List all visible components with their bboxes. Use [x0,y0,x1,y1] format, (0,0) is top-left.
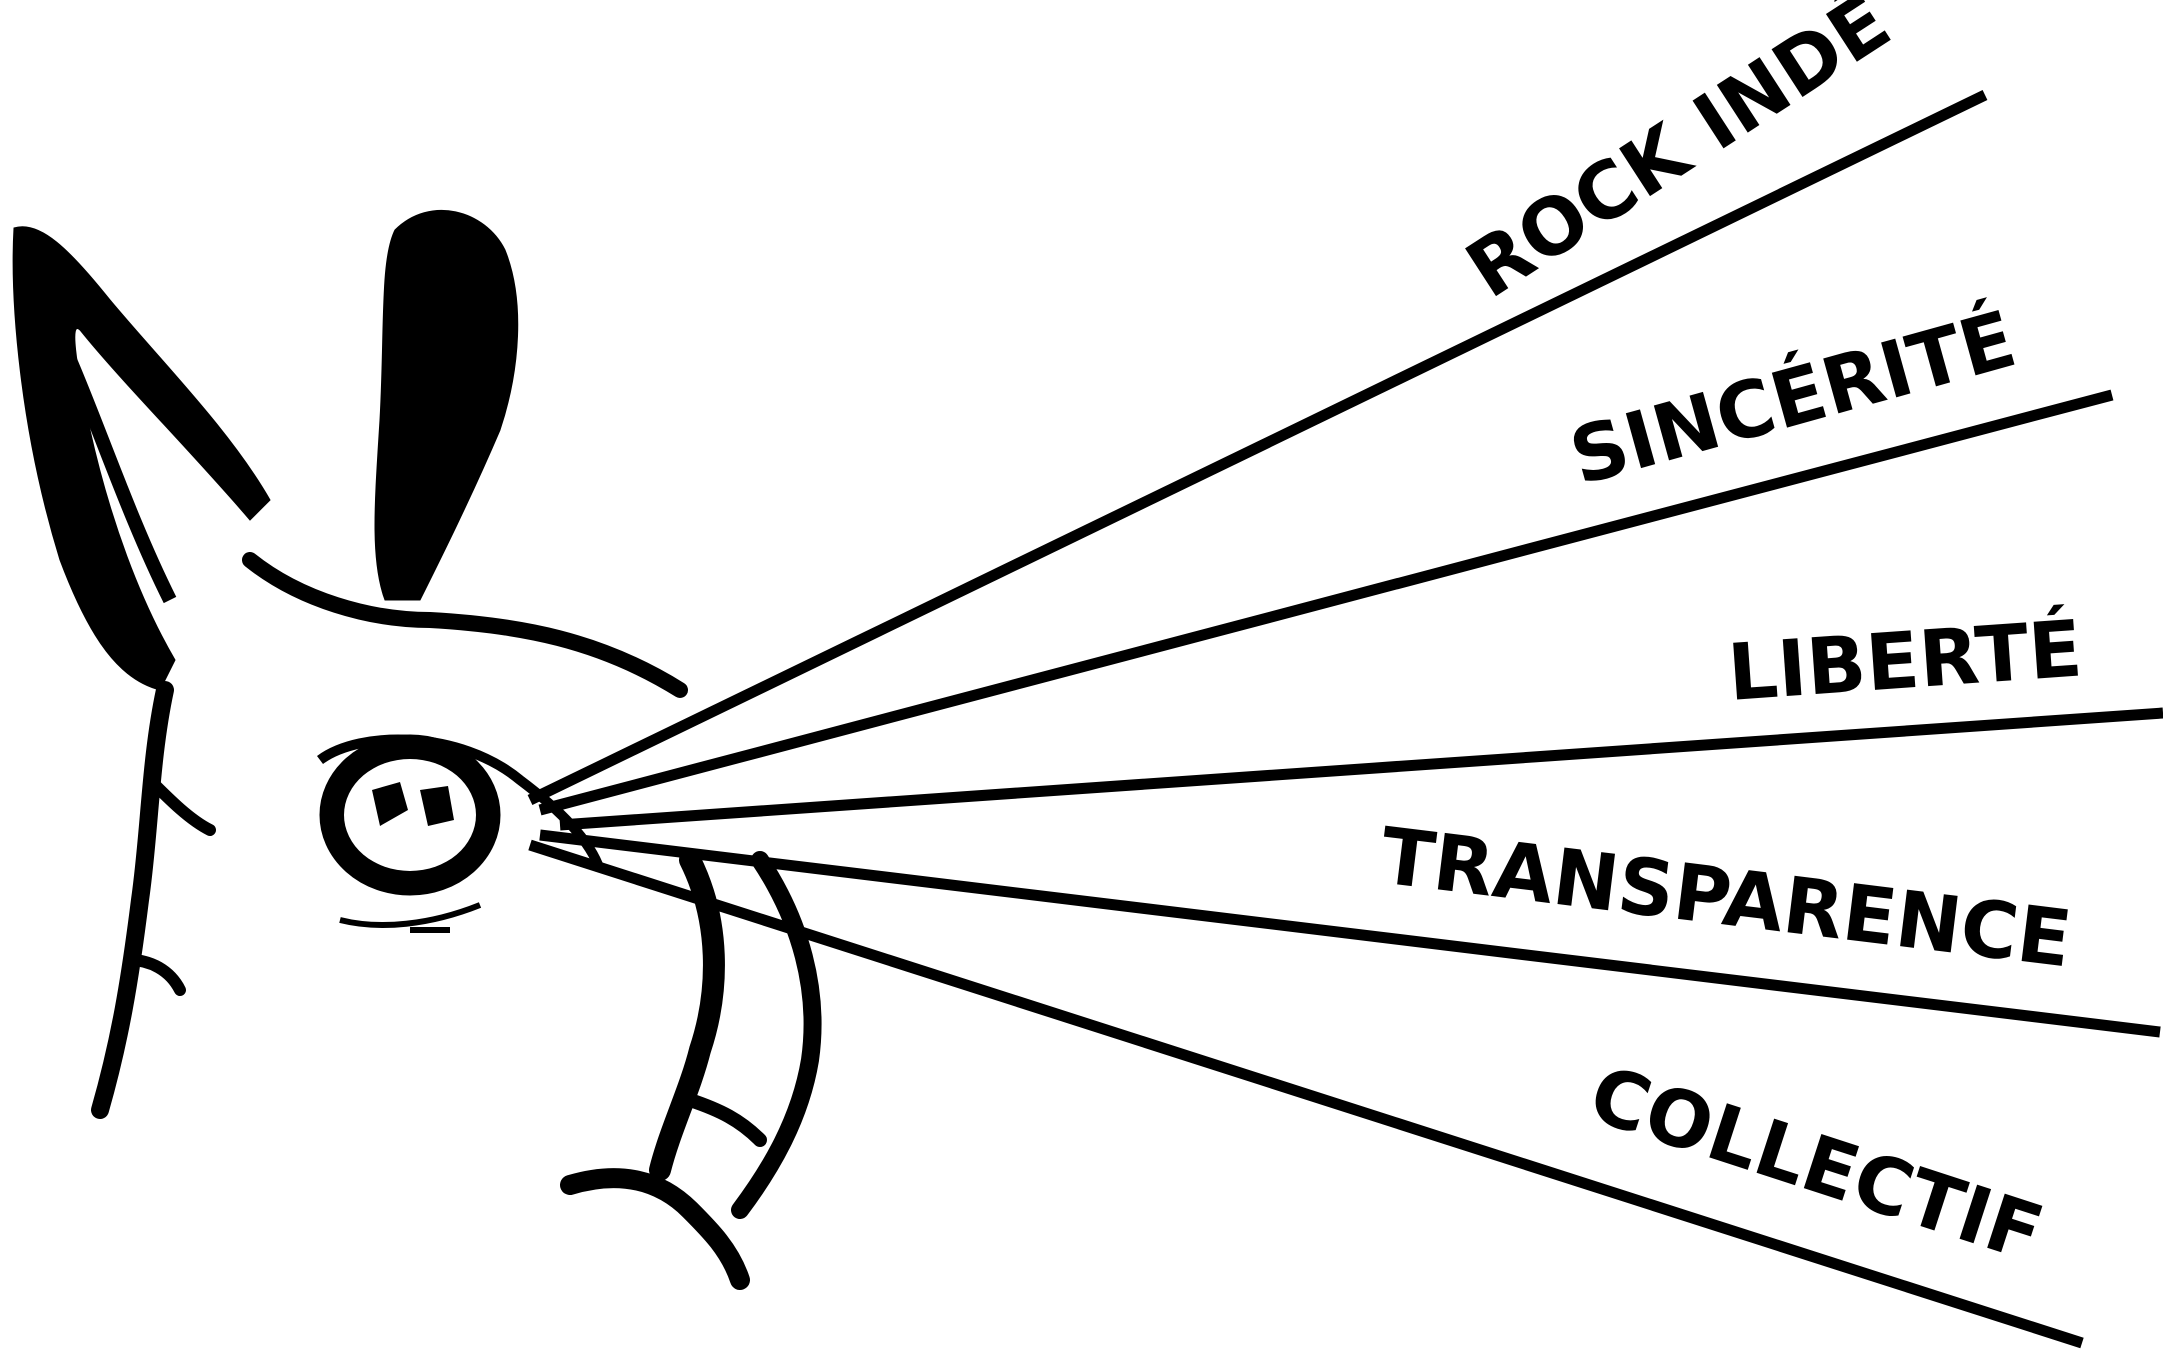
rabbit-left-ear [12,226,271,691]
label-rock-inde: ROCK INDÉ [1450,0,1906,316]
rabbit-left-ear-inner [63,357,177,604]
ray-rock-inde [527,90,1988,805]
ray-labels: ROCK INDÉ SINCÉRITÉ LIBERTÉ TRANSPARENCE… [1376,0,2085,1280]
label-liberte: LIBERTÉ [1725,602,2085,719]
label-collectif: COLLECTIF [1579,1049,2053,1280]
ray-transparence [539,829,2161,1038]
rabbit-left-jaw [91,681,174,1119]
rabbit-right-ear [374,209,519,601]
label-transparence: TRANSPARENCE [1376,812,2076,986]
rays [527,90,2163,1349]
label-sincerite: SINCÉRITÉ [1560,293,2025,504]
rabbit-under-eye [339,902,482,933]
rabbit-left-cheek [124,774,216,996]
rabbit-face-contour [242,552,688,698]
rabbit-head [12,209,822,1290]
rabbit-muzzle [649,849,725,1181]
rabbit-eye-pupil [372,782,454,826]
ray-collectif [528,839,2084,1349]
ray-liberte [559,707,2163,831]
rabbit-eye-inner [344,759,476,871]
rabbit-chin [683,1093,767,1147]
rabbit-mouth [560,1168,750,1290]
rabbit-nose [731,851,822,1219]
ray-sincerite [538,389,2114,816]
